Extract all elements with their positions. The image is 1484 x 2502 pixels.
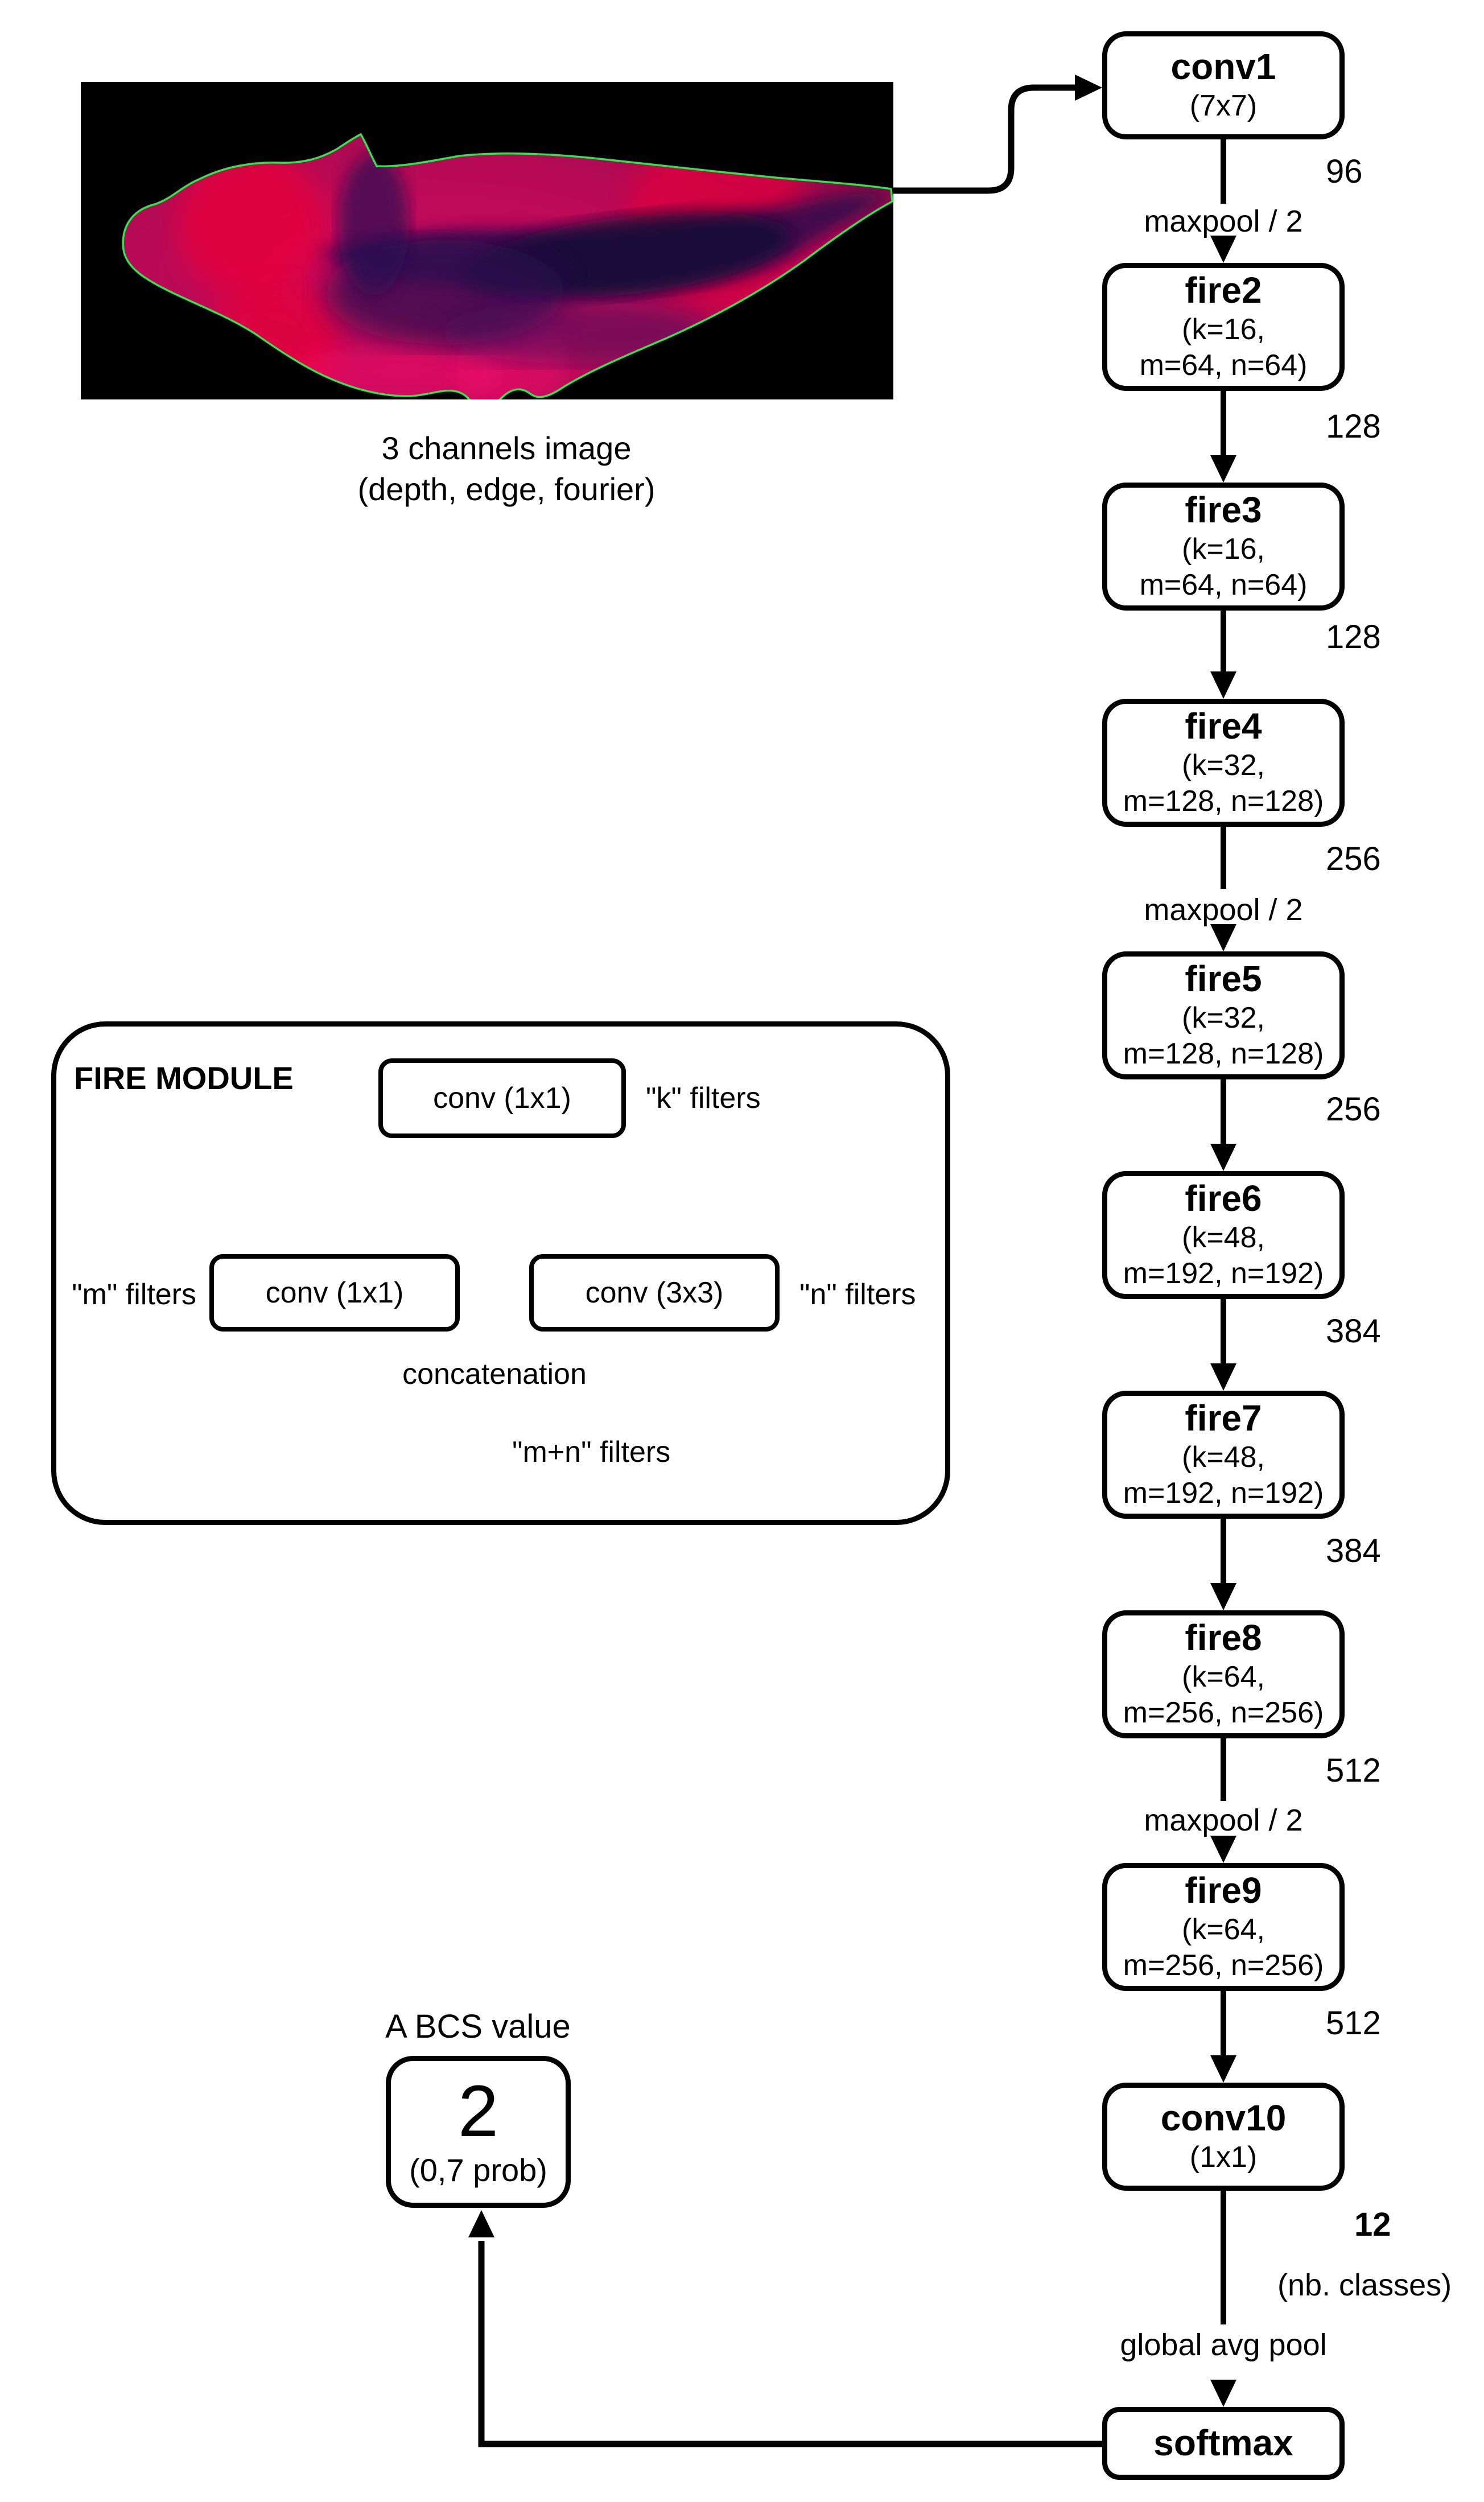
input-image [81,82,893,399]
arrowhead-down-icon [1210,2380,1236,2407]
layer-params: (k=48, [1182,1221,1265,1254]
layer-title: fire7 [1185,1398,1262,1439]
bcs-probability: (0,7 prob) [409,2152,547,2188]
bcs-result-box: 2 (0,7 prob) [386,2056,571,2208]
fm-mn-filters-label: "m+n" filters [512,1436,671,1469]
layer-title: conv1 [1170,46,1276,88]
pool-label: maxpool / 2 [1144,204,1303,238]
input-to-conv1-connector [893,84,1076,194]
arrowhead-down-icon [1210,1583,1236,1610]
layer-title: softmax [1153,2422,1293,2464]
arrowhead-down-icon [1210,1836,1236,1863]
layer-box-softmax: softmax [1102,2407,1345,2480]
layer-box-fire2: fire2 (k=16, m=64, n=64) [1102,263,1345,391]
layer-title: fire3 [1185,489,1262,531]
caption-line2: (depth, edge, fourier) [357,471,656,507]
fm-m-filters-label: "m" filters [72,1278,196,1311]
layer-params: m=192, n=192) [1123,1257,1324,1291]
layer-params: (1x1) [1189,2141,1258,2174]
layer-box-conv1: conv1 (7x7) [1102,31,1345,139]
bcs-value-caption: A BCS value [385,2008,571,2045]
layer-params: (k=32, [1182,748,1265,782]
pool-label: global avg pool [1120,2328,1327,2362]
feature-count-label: 128 [1326,408,1381,445]
layer-title: conv10 [1160,2097,1287,2139]
pool-label: maxpool / 2 [1144,1803,1303,1837]
layer-params: m=64, n=64) [1139,349,1308,382]
arrowhead-right-icon [1075,75,1102,101]
arrowhead-down-icon [1210,455,1236,483]
layer-title: fire6 [1185,1178,1262,1219]
layer-box-fire6: fire6 (k=48, m=192, n=192) [1102,1171,1345,1299]
layer-params: m=64, n=64) [1139,568,1308,602]
feature-count-label: 128 [1326,619,1381,656]
layer-title: fire4 [1185,706,1262,747]
fm-expand3x3-conv-box: conv (3x3) [529,1254,780,1332]
arrowhead-down-icon [1210,671,1236,699]
fm-expand1x1-conv-box: conv (1x1) [209,1254,460,1332]
feature-count-label: 384 [1326,1532,1381,1569]
layer-box-fire9: fire9 (k=64, m=256, n=256) [1102,1863,1345,1991]
feature-count-label: 512 [1326,2005,1381,2042]
arrowhead-down-icon [1210,924,1236,951]
feature-count-label: 256 [1326,840,1381,877]
layer-params: (7x7) [1189,89,1258,123]
layer-box-conv10: conv10 (1x1) [1102,2083,1345,2191]
layer-box-fire5: fire5 (k=32, m=128, n=128) [1102,951,1345,1079]
fm-squeeze-conv-box: conv (1x1) [378,1058,626,1138]
class-count-caption: (nb. classes) [1277,2268,1452,2302]
layer-params: m=256, n=256) [1123,1696,1324,1730]
input-caption: 3 channels image (depth, edge, fourier) [228,428,785,509]
layer-params: m=192, n=192) [1123,1477,1324,1510]
layer-title: fire8 [1185,1617,1262,1659]
fm-k-filters-label: "k" filters [646,1082,761,1115]
layer-box-fire8: fire8 (k=64, m=256, n=256) [1102,1610,1345,1738]
softmax-to-bcs-connector [478,2241,1102,2447]
layer-params: m=128, n=128) [1123,785,1324,818]
layer-params: (k=64, [1182,1912,1265,1946]
arrowhead-down-icon [1210,236,1236,263]
feature-count-label: 384 [1326,1313,1381,1350]
layer-title: fire9 [1185,1870,1262,1911]
layer-params: (k=64, [1182,1660,1265,1693]
arrowhead-down-icon [1210,2055,1236,2083]
layer-title: fire2 [1185,270,1262,311]
fm-concatenation-label: concatenation [402,1358,587,1391]
bcs-value: 2 [457,2071,499,2152]
feature-count-label: 256 [1326,1091,1381,1128]
caption-line1: 3 channels image [381,430,632,466]
layer-params: m=128, n=128) [1123,1037,1324,1071]
layer-title: fire5 [1185,958,1262,1000]
arrowhead-down-icon [1210,1144,1236,1171]
layer-box-fire3: fire3 (k=16, m=64, n=64) [1102,483,1345,611]
layer-box-fire4: fire4 (k=32, m=128, n=128) [1102,699,1345,827]
arrowhead-down-icon [1210,1363,1236,1391]
layer-params: (k=16, [1182,312,1265,346]
pool-label: maxpool / 2 [1144,893,1303,927]
layer-params: m=256, n=256) [1123,1949,1324,1982]
layer-params: (k=32, [1182,1001,1265,1034]
feature-count-label: 96 [1326,153,1363,190]
fire-module-title: FIRE MODULE [74,1060,294,1096]
class-count-label: 12 [1354,2206,1391,2243]
arrowhead-up-icon [468,2210,494,2237]
layer-box-fire7: fire7 (k=48, m=192, n=192) [1102,1391,1345,1519]
layer-params: (k=16, [1182,532,1265,566]
layer-params: (k=48, [1182,1440,1265,1474]
fm-n-filters-label: "n" filters [799,1278,916,1311]
feature-count-label: 512 [1326,1752,1381,1789]
